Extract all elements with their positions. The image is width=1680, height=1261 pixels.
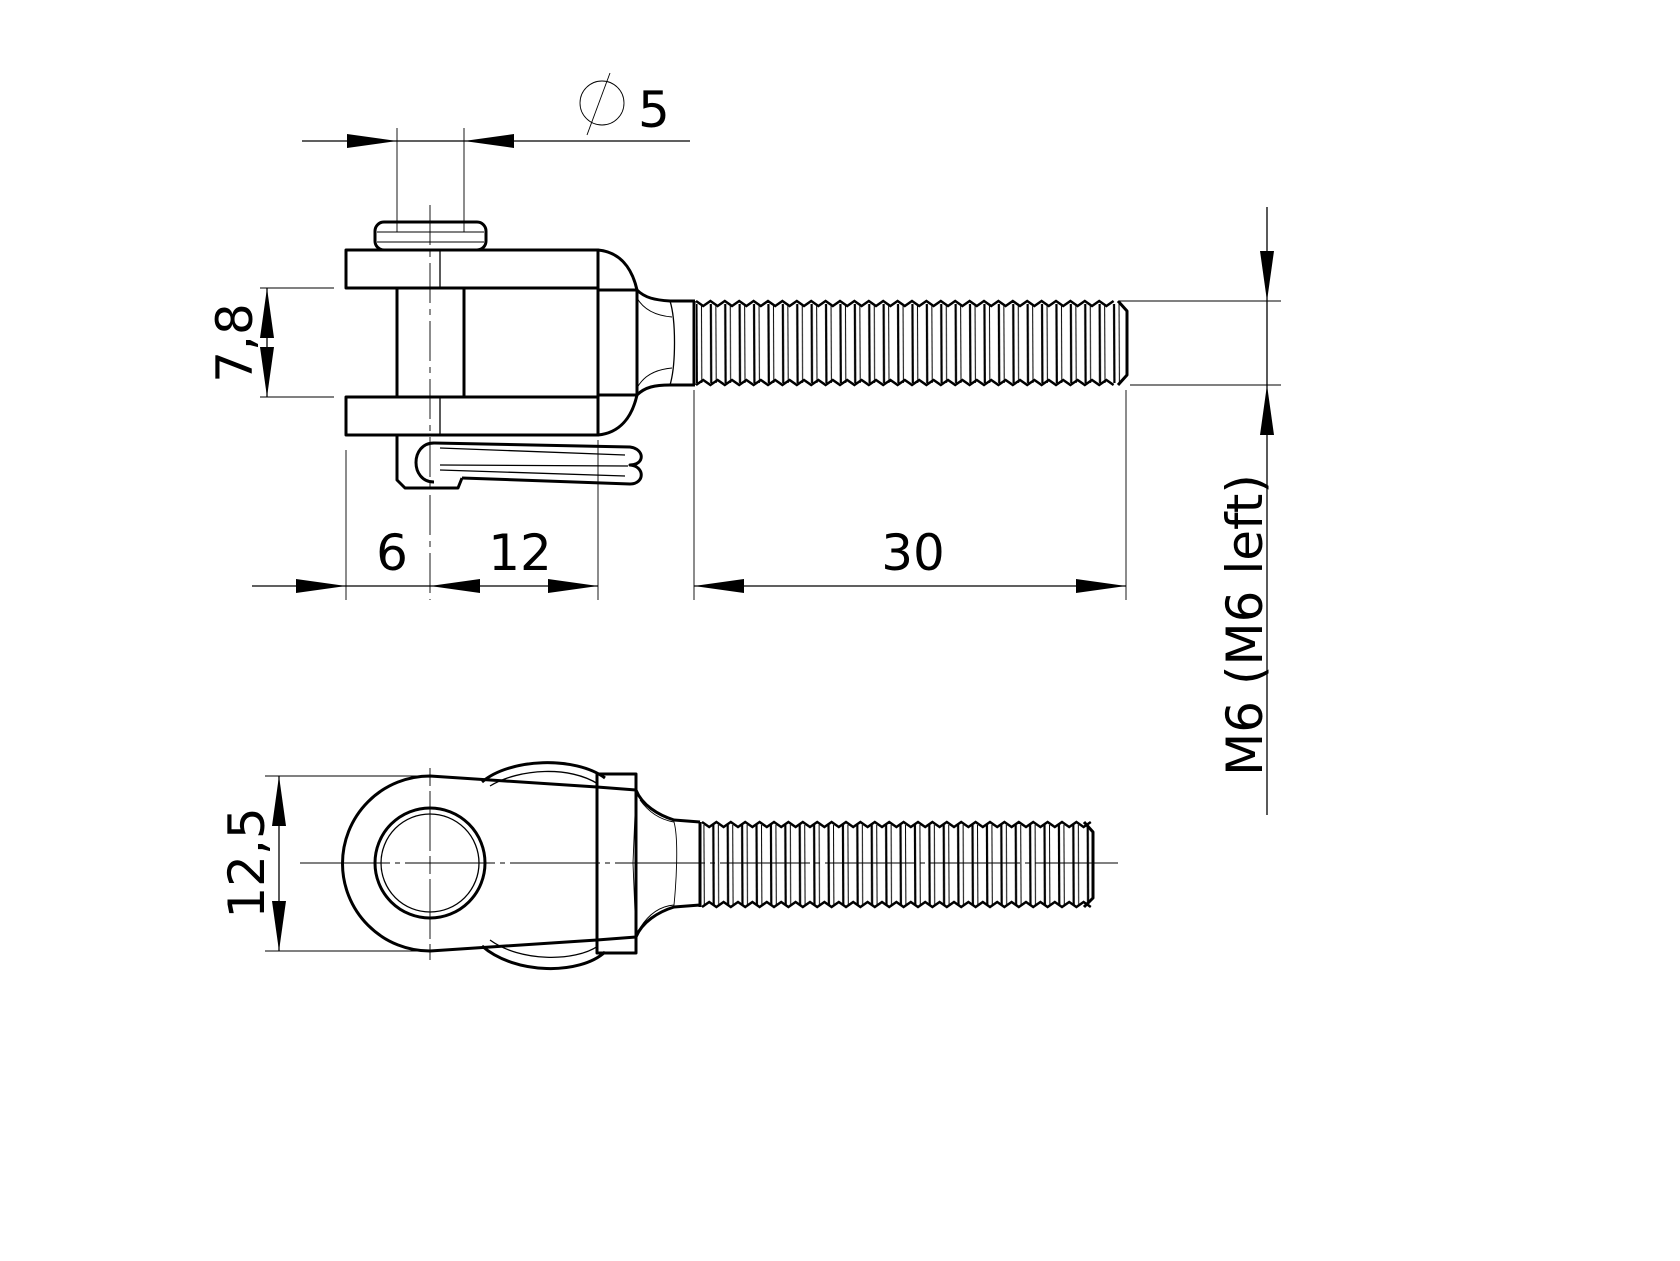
eye-body bbox=[341, 774, 599, 953]
dim-pin-diameter-value: 5 bbox=[638, 81, 670, 139]
thread-crests bbox=[695, 299, 1115, 909]
dim-thread-length: 30 bbox=[693, 390, 1127, 600]
dim-pin-offset-value: 6 bbox=[376, 524, 408, 582]
dim-pin-offset: 6 12 bbox=[252, 440, 599, 600]
dim-eye-width-value: 12,5 bbox=[218, 807, 276, 918]
side-view bbox=[300, 761, 1118, 970]
spring-clip bbox=[395, 435, 643, 490]
dim-pin-diameter: 5 bbox=[302, 72, 690, 232]
dim-fork-gap: 7,8 bbox=[206, 287, 334, 398]
collar bbox=[595, 772, 638, 955]
pin-body bbox=[395, 286, 466, 399]
dim-thread-length-value: 30 bbox=[881, 524, 945, 582]
dim-thread-spec: M6 (M6 left) bbox=[1120, 207, 1281, 815]
spring-ring bbox=[481, 761, 607, 970]
dim-fork-gap-value: 7,8 bbox=[206, 303, 264, 383]
top-view bbox=[344, 205, 1129, 600]
thread-top bbox=[692, 299, 1129, 387]
dim-thread-spec-value: M6 (M6 left) bbox=[1216, 474, 1274, 776]
dim-fork-depth-value: 12 bbox=[488, 524, 552, 582]
thread-side bbox=[698, 820, 1095, 909]
fork-shoulder bbox=[597, 248, 695, 437]
pin-head bbox=[373, 220, 488, 252]
dim-eye-width: 12,5 bbox=[218, 775, 430, 952]
fork-arm-top bbox=[344, 248, 600, 290]
fork-arm-bottom bbox=[344, 395, 600, 437]
